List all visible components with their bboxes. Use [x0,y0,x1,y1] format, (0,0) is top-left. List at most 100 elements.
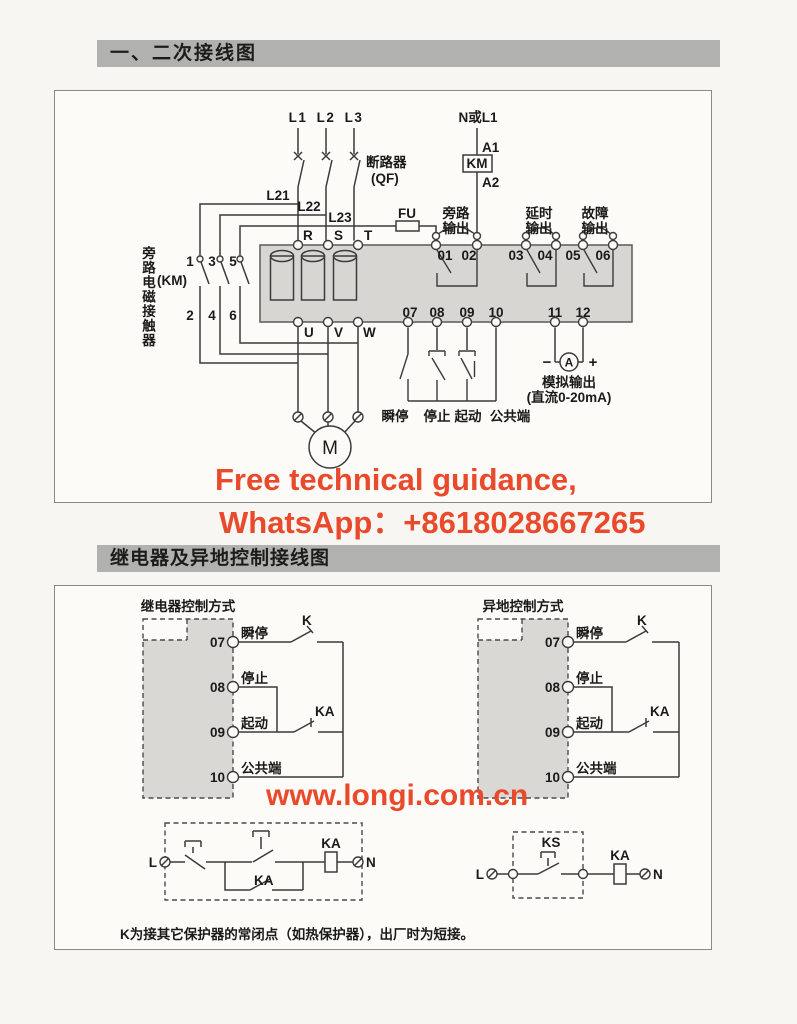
terminal-09-label: 09 [459,305,474,320]
relay-jog-stop-label: 瞬停 [241,625,268,641]
phase-l1-label: L1 [289,110,308,125]
bypass-contactor-vertical-label: 旁路电磁接触器 [140,246,155,348]
control-common-label: 公共端 [490,408,531,424]
delay-out-label-2: 输出 [526,220,553,236]
terminal-12-label: 12 [575,305,590,320]
terminal-v-label: V [334,325,343,340]
relay-remote-diagram: 继电器控制方式 07 08 09 10 瞬停 停止 起动 公共端 K KA 异地… [120,598,680,942]
remote-control-title: 异地控制方式 [483,598,564,614]
terminal-u-label: U [304,325,314,340]
analog-output-wiring [554,327,584,372]
remote-terminal-10: 10 [545,770,560,785]
relay-common-label: 公共端 [241,760,282,776]
terminal-01-label: 01 [437,248,453,263]
motor-circle [308,425,352,469]
terminal-11-label: 11 [548,305,563,320]
terminal-05-label: 05 [565,248,581,263]
terminal-04-label: 04 [537,248,553,263]
breaker-label: 断路器 [366,154,407,170]
pole-6-label: 6 [229,308,237,323]
top-terminal-circles [292,239,619,251]
remote-ka-contact-label: KA [650,704,670,719]
pole-5-label: 5 [229,254,237,269]
latch-ka-coil-label: KA [321,836,341,851]
phase-l3-label: L3 [345,110,364,125]
relay-terminal-09: 09 [210,725,225,740]
pole-1-label: 1 [186,254,194,269]
section1-header-bar: 一、二次接线图 [97,40,720,67]
soft-starter-body [259,244,633,323]
section1-title: 一、二次接线图 [110,43,258,64]
pole-4-label: 4 [208,308,216,323]
ka-coil-box-left [324,851,338,873]
remote-terminal-09: 09 [545,725,560,740]
relay-control-block: 继电器控制方式 07 08 09 10 瞬停 停止 起动 公共端 K KA [141,598,344,799]
analog-output-sub-label: (直流0-20mA) [527,389,612,405]
bottom-terminal-circles [292,316,589,328]
km-coil-label: KM [467,156,488,171]
terminal-02-label: 02 [461,248,476,263]
remote-start-label: 起动 [575,715,604,731]
motor-label: M [322,438,338,459]
fuse-body [395,220,420,232]
relay-contacts [436,249,614,287]
terminal-r-label: R [303,228,313,243]
control-start-label: 起动 [454,408,482,424]
selector-n-label: N [653,867,663,882]
remote-block-body [478,619,568,798]
remote-stop-label: 停止 [576,670,604,686]
terminal-10-label: 10 [488,305,503,320]
analog-plus-sign: + [589,354,598,371]
terminal-t-label: T [364,228,373,243]
remote-control-block: 异地控制方式 07 08 09 10 瞬停 停止 起动 公共端 K KA [477,598,680,799]
control-jog-stop-label: 瞬停 [382,408,409,424]
ka-coil-box-right [613,863,627,885]
watermark-site: www.longi.com.cn [266,779,529,812]
ammeter-letter: A [565,356,574,370]
remote-terminal-07: 07 [545,635,560,650]
remote-terminal-08: 08 [545,680,561,695]
relay-terminal-07: 07 [210,635,225,650]
motor-terminals [292,411,364,423]
fault-out-label-2: 输出 [582,220,609,236]
terminal-w-label: W [363,325,376,340]
relay-terminal-10: 10 [210,770,225,785]
selector-ka-coil-label: KA [610,848,630,863]
terminal-jumpers [431,226,618,241]
relay-terminal-08: 08 [210,680,226,695]
section2-title: 继电器及异地控制接线图 [110,548,331,569]
secondary-wiring-diagram: L1 L2 L3 断路器 (QF) N或L1 A1 KM A2 L21 L22 … [157,109,633,469]
contactor-code-label: (KM) [157,273,187,288]
remote-jog-stop-label: 瞬停 [576,625,604,641]
tap-l21-label: L21 [266,188,290,203]
ammeter-icon [559,352,579,372]
control-wiring [399,327,497,402]
relay-stop-label: 停止 [241,670,268,686]
ka-latch-circuit: L N KA KA [149,822,376,901]
section2-header-bar: 继电器及异地控制接线图 [97,545,720,572]
latch-ka-contact-label: KA [254,873,274,888]
tap-l23-label: L23 [328,210,352,225]
ks-switch-label: KS [542,835,561,850]
km-coil-box [462,154,493,173]
motor-circuit [292,326,364,469]
bypass-contactor-poles [196,255,358,364]
relay-k-contact-label: K [302,613,312,628]
relay-control-title: 继电器控制方式 [141,598,236,614]
analog-output-label: 模拟输出 [542,374,596,390]
bypass-out-label-1: 旁路 [442,205,470,221]
phase-modules [269,249,358,301]
ks-selector-circuit: L N KS KA [476,831,663,899]
phase-l2-label: L2 [317,110,336,125]
tap-l22-label: L22 [297,199,320,214]
neutral-label: N或L1 [458,109,497,125]
control-stop-label: 停止 [424,408,451,424]
terminal-03-label: 03 [508,248,524,263]
power-wires [199,128,493,256]
pole-2-label: 2 [186,308,194,323]
a2-label: A2 [482,175,499,190]
terminal-06-label: 06 [595,248,611,263]
terminal-08-label: 08 [429,305,445,320]
delay-out-label-1: 延时 [525,205,554,221]
remote-k-contact-label: K [637,613,647,628]
